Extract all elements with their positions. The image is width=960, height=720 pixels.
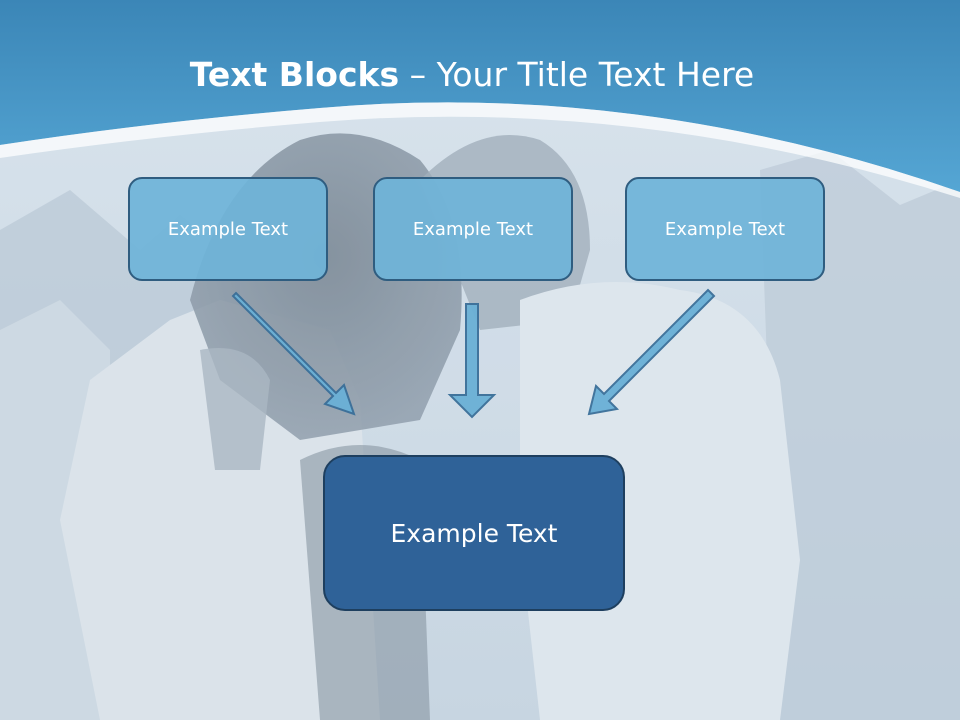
text-block-main[interactable]: Example Text xyxy=(323,455,625,611)
text-block-center-label: Example Text xyxy=(412,218,534,240)
arrow-right-icon xyxy=(587,288,716,416)
text-block-left-label: Example Text xyxy=(167,218,289,240)
text-block-center[interactable]: Example Text xyxy=(373,177,573,281)
title-dash: – xyxy=(399,55,437,94)
text-block-left[interactable]: Example Text xyxy=(128,177,328,281)
arrow-left-icon xyxy=(231,291,356,416)
slide-title: Text Blocks – Your Title Text Here xyxy=(0,52,944,98)
text-block-main-label: Example Text xyxy=(390,518,558,548)
title-rest: Your Title Text Here xyxy=(436,55,755,94)
arrow-down-icon xyxy=(447,303,497,419)
text-block-right[interactable]: Example Text xyxy=(625,177,825,281)
text-block-right-label: Example Text xyxy=(664,218,786,240)
title-bold-part: Text Blocks xyxy=(189,55,400,94)
